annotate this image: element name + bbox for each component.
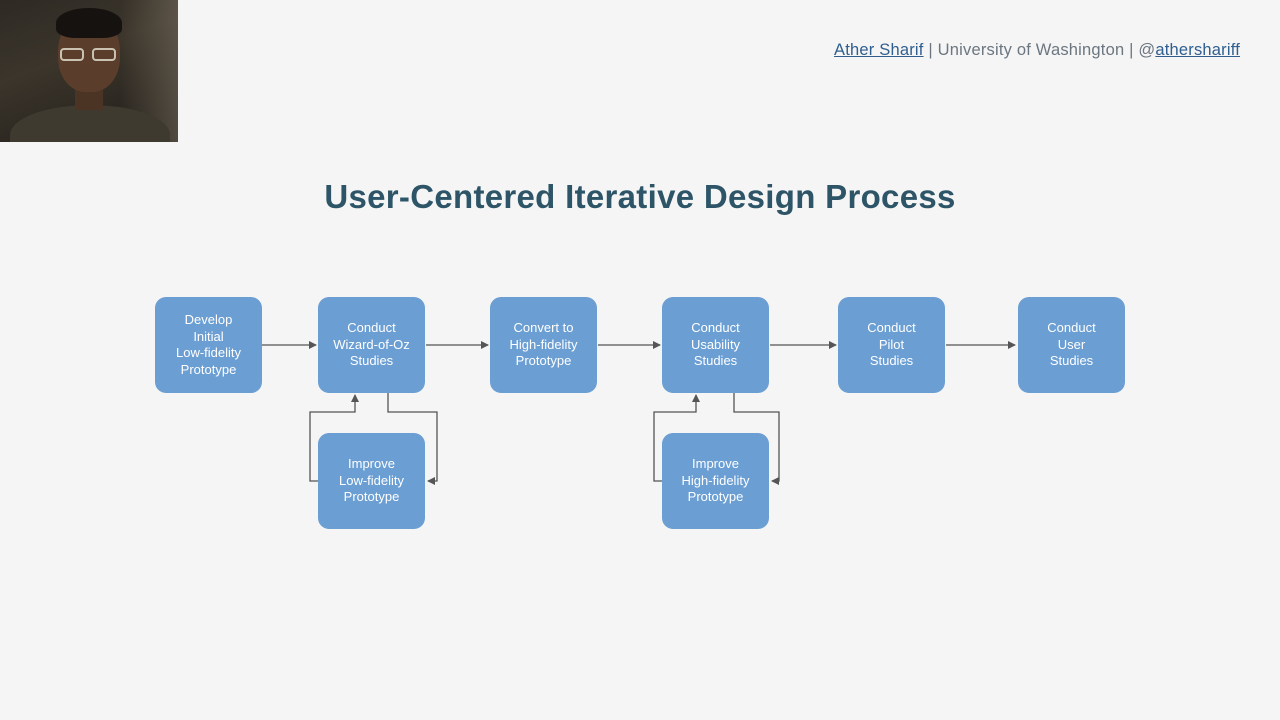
presenter-neck (75, 88, 103, 110)
webcam-video-feed (0, 0, 178, 142)
handle-prefix: @ (1138, 41, 1156, 59)
header-separator: | (923, 41, 938, 59)
author-name-link[interactable]: Ather Sharif (834, 41, 924, 59)
handle-link[interactable]: athershariff (1155, 41, 1240, 59)
node-conduct-usability: Conduct Usability Studies (662, 297, 769, 393)
header-separator: | (1124, 41, 1139, 59)
affiliation-text: University of Washington (937, 41, 1125, 59)
presenter-glasses (60, 48, 118, 62)
node-develop-initial-prototype: Develop Initial Low-fidelity Prototype (155, 297, 262, 393)
node-conduct-user-studies: Conduct User Studies (1018, 297, 1125, 393)
node-conduct-pilot: Conduct Pilot Studies (838, 297, 945, 393)
node-improve-high-fidelity: Improve High-fidelity Prototype (662, 433, 769, 529)
slide-header: Ather Sharif | University of Washington … (834, 41, 1240, 60)
node-conduct-wizard-of-oz: Conduct Wizard-of-Oz Studies (318, 297, 425, 393)
node-convert-high-fidelity: Convert to High-fidelity Prototype (490, 297, 597, 393)
slide-title: User-Centered Iterative Design Process (324, 178, 956, 215)
node-improve-low-fidelity: Improve Low-fidelity Prototype (318, 433, 425, 529)
presenter-hair (56, 8, 122, 38)
